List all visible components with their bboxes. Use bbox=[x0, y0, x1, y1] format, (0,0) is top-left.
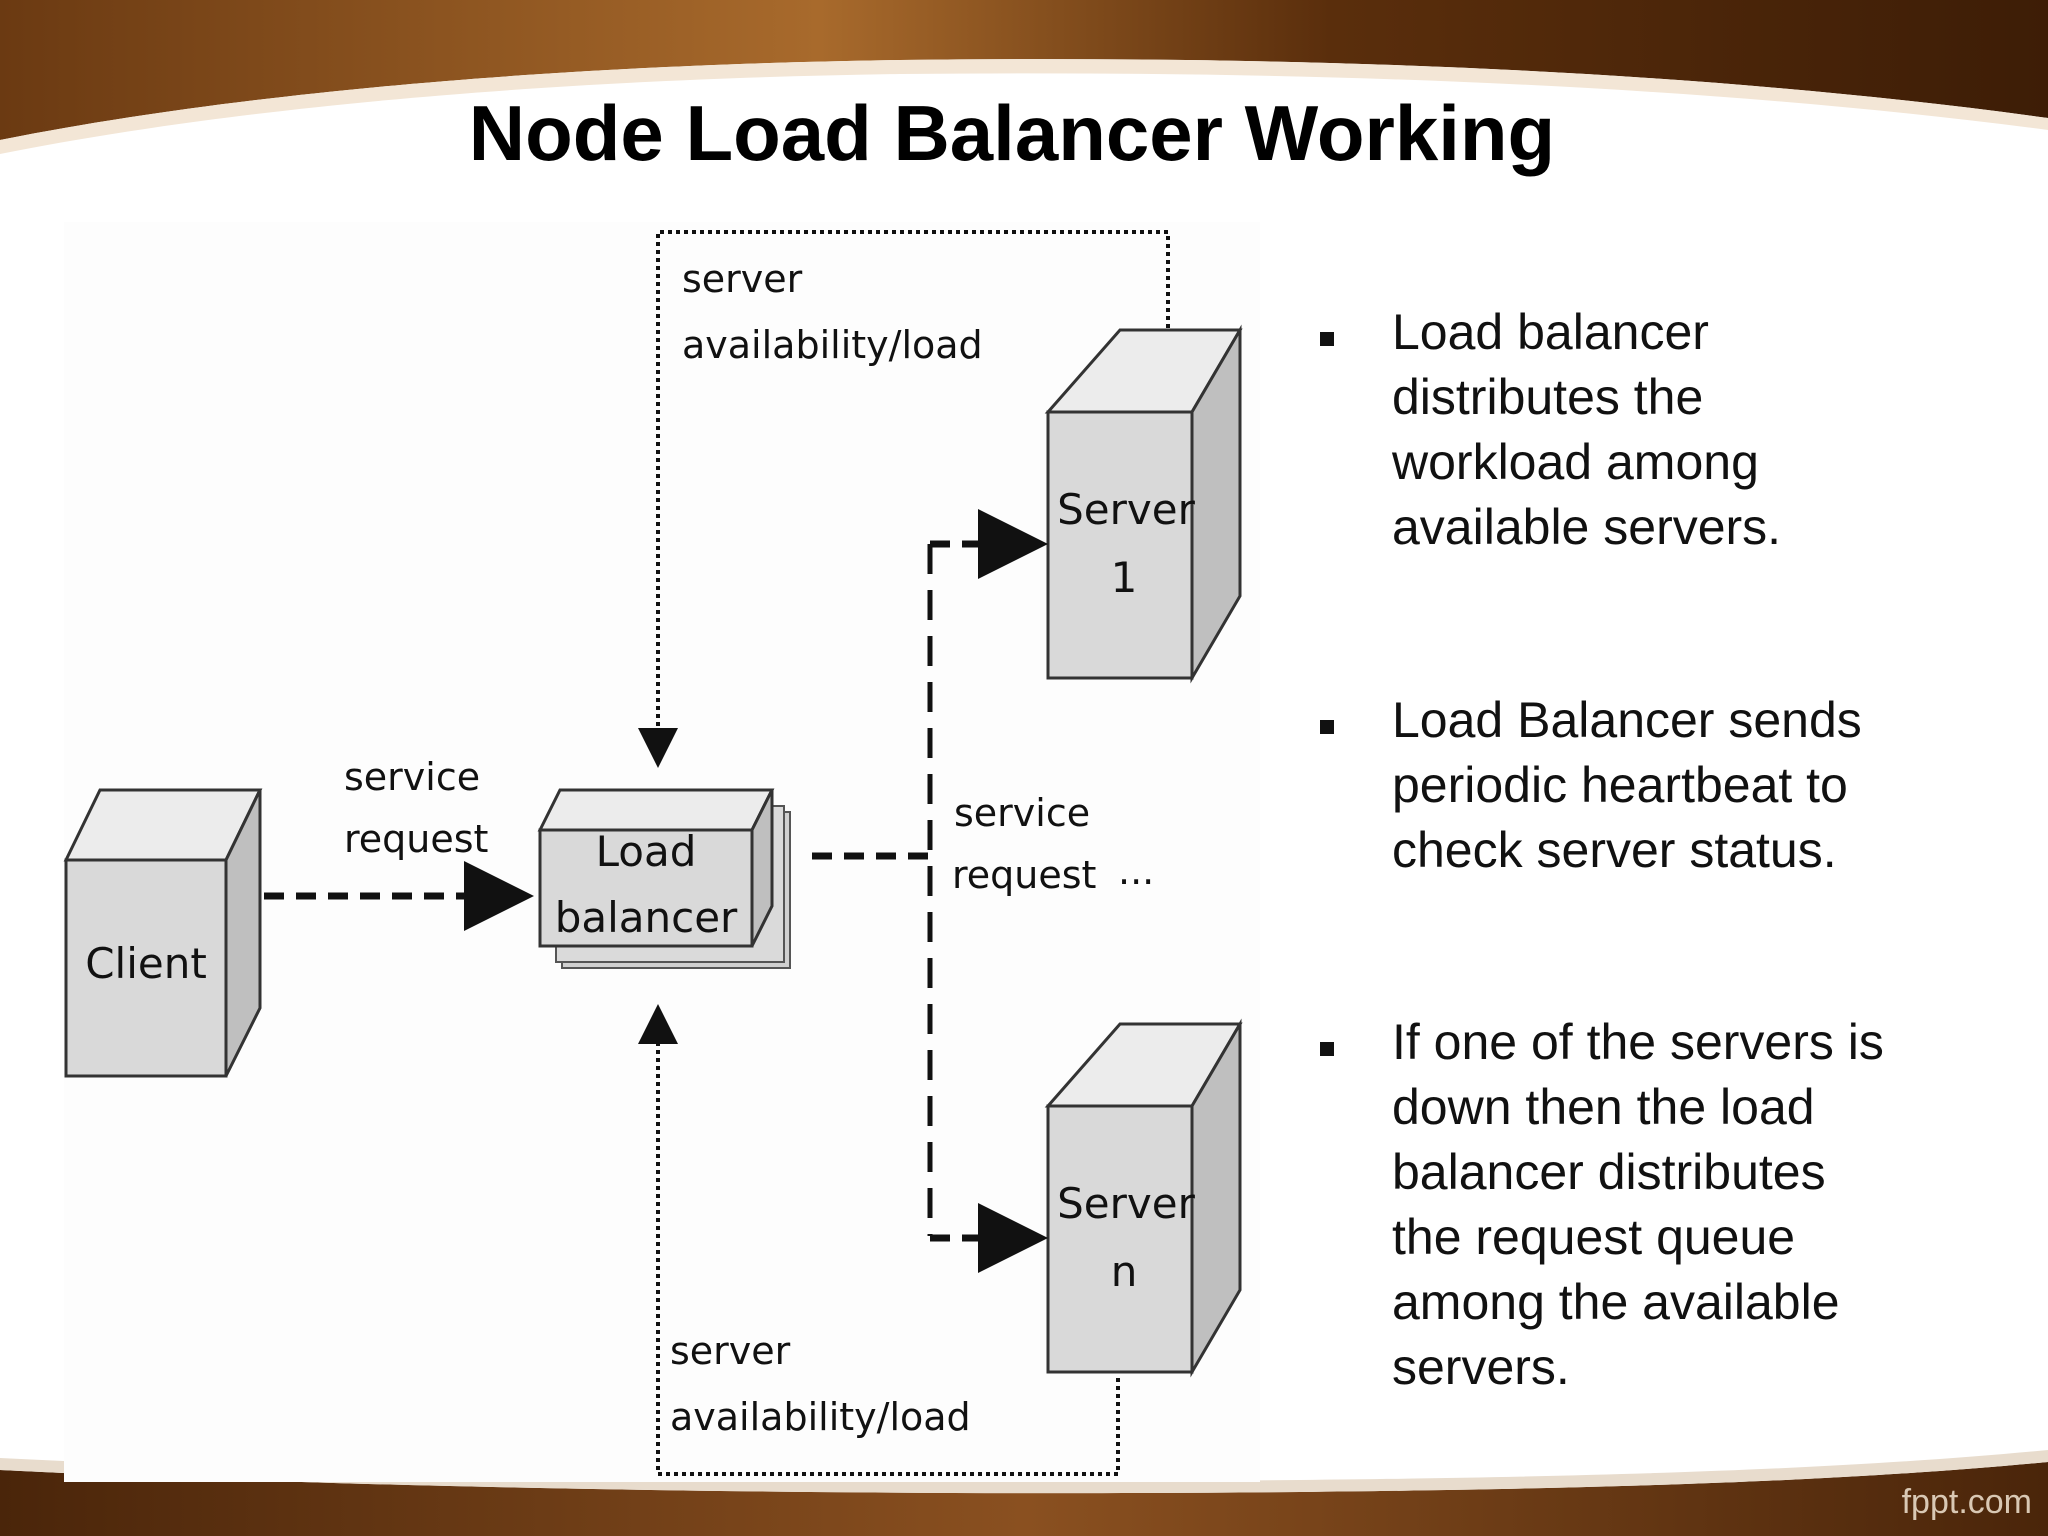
top-feedback-label-line1: server bbox=[682, 257, 803, 301]
bullet-line: check server status. bbox=[1392, 822, 1837, 878]
bullet-line: balancer distributes bbox=[1392, 1144, 1826, 1200]
bullet-line: down then the load bbox=[1392, 1079, 1815, 1135]
bottom-feedback-label-line1: server bbox=[670, 1329, 791, 1373]
bottom-banner bbox=[0, 1462, 2048, 1536]
server-request-label-line1: service bbox=[954, 791, 1090, 835]
server-1-label-line1: Server bbox=[1057, 485, 1195, 534]
server-n-label-line2: n bbox=[1111, 1247, 1138, 1296]
bottom-feedback-path bbox=[638, 1004, 1120, 1476]
bullet-line: among the available bbox=[1392, 1274, 1840, 1330]
client-request-label-line1: service bbox=[344, 755, 480, 799]
bullet-text: Load balancer distributes the workload a… bbox=[1392, 300, 2012, 560]
bullet-line: the request queue bbox=[1392, 1209, 1796, 1265]
top-banner-highlight bbox=[0, 59, 2048, 155]
top-feedback-label-line2: availability/load bbox=[682, 323, 983, 367]
load-balancer-label-line2: balancer bbox=[555, 893, 738, 942]
server-request-label-line2: request bbox=[952, 853, 1096, 897]
footer-brand: fppt.com bbox=[1901, 1483, 2032, 1521]
bullet-line: available servers. bbox=[1392, 499, 1782, 555]
bullet-line: servers. bbox=[1392, 1339, 1570, 1395]
load-balancer-label-line1: Load bbox=[596, 827, 697, 876]
bullet-marker bbox=[1320, 1042, 1334, 1056]
bullet-text: If one of the servers is down then the l… bbox=[1392, 1010, 2012, 1400]
client-request-label-line2: request bbox=[344, 817, 488, 861]
client-box: Client bbox=[63, 788, 263, 1078]
bottom-feedback-label-line2: availability/load bbox=[670, 1395, 971, 1439]
server-1-label-line2: 1 bbox=[1111, 553, 1138, 602]
ellipsis-label: ... bbox=[1118, 849, 1154, 893]
bullet-text: Load Balancer sends periodic heartbeat t… bbox=[1392, 688, 2012, 883]
top-feedback-path bbox=[638, 230, 1170, 768]
server-1-box: Server 1 bbox=[1044, 324, 1243, 684]
bullet-marker bbox=[1320, 720, 1334, 734]
bullet-marker bbox=[1320, 332, 1334, 346]
bullet-line: If one of the servers is bbox=[1392, 1014, 1884, 1070]
bullet-line: distributes the bbox=[1392, 369, 1704, 425]
page-title: Node Load Balancer Working bbox=[468, 89, 1556, 177]
server-n-box: Server n bbox=[1044, 1018, 1243, 1378]
bullet-line: periodic heartbeat to bbox=[1392, 757, 1848, 813]
client-label: Client bbox=[85, 939, 207, 988]
server-n-label-line1: Server bbox=[1057, 1179, 1195, 1228]
bullet-line: Load balancer bbox=[1392, 304, 1709, 360]
load-balancer-box: Load balancer bbox=[537, 788, 791, 969]
bottom-banner-highlight bbox=[0, 1450, 2048, 1494]
bullet-line: workload among bbox=[1392, 434, 1759, 490]
bullet-line: Load Balancer sends bbox=[1392, 692, 1862, 748]
top-banner bbox=[0, 0, 2048, 140]
